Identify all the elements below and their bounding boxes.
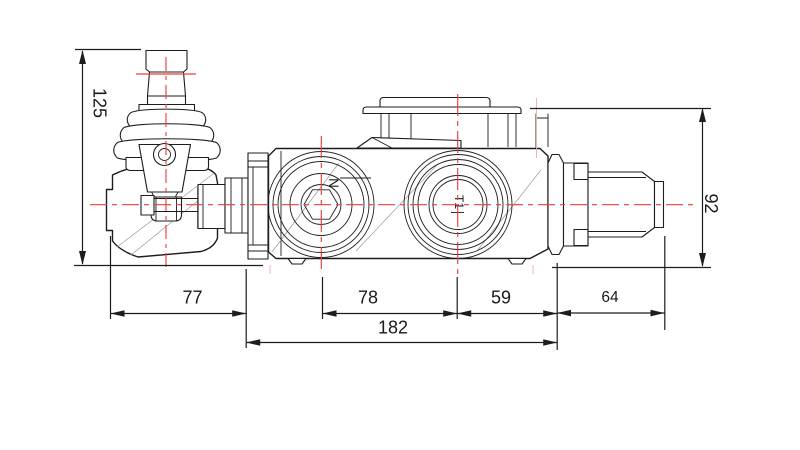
lever-shaft [138,49,196,114]
valve-body: N T1 [267,96,549,265]
spool-cap-inner [197,183,226,230]
port-right-label: T1 [452,195,466,209]
dim-port-to-end-label: 59 [491,288,511,308]
dim-port-spacing-label: 78 [358,288,378,308]
body-top-cap [356,96,549,149]
dim-inlet-section-label: 77 [182,288,202,308]
lever-assembly [105,49,269,260]
pivot-hole [152,142,177,167]
dim-body-height: 92 [530,107,721,269]
top-latch-wedge [356,136,462,149]
dim-port-spacing: 78 [321,277,458,319]
spool-cap-outer [224,177,249,234]
dim-lever-height: 125 [74,48,263,267]
mounting-feet [287,257,527,265]
dim-outlet-fitting: 64 [557,236,666,330]
centerlines [90,57,696,274]
dim-inlet-section: 77 [109,236,247,319]
dim-body-overall-label: 182 [378,318,408,338]
dim-lever-height-label: 125 [90,88,110,118]
inlet-clamp [247,152,269,260]
lever-pivot-bracket [138,142,192,193]
dim-port-to-end: 59 [457,263,558,350]
dim-outlet-fitting-label: 64 [601,289,619,306]
dim-body-height-label: 92 [701,193,721,213]
port-left-label: N [326,178,341,188]
dim-body-overall: 182 [245,269,558,348]
